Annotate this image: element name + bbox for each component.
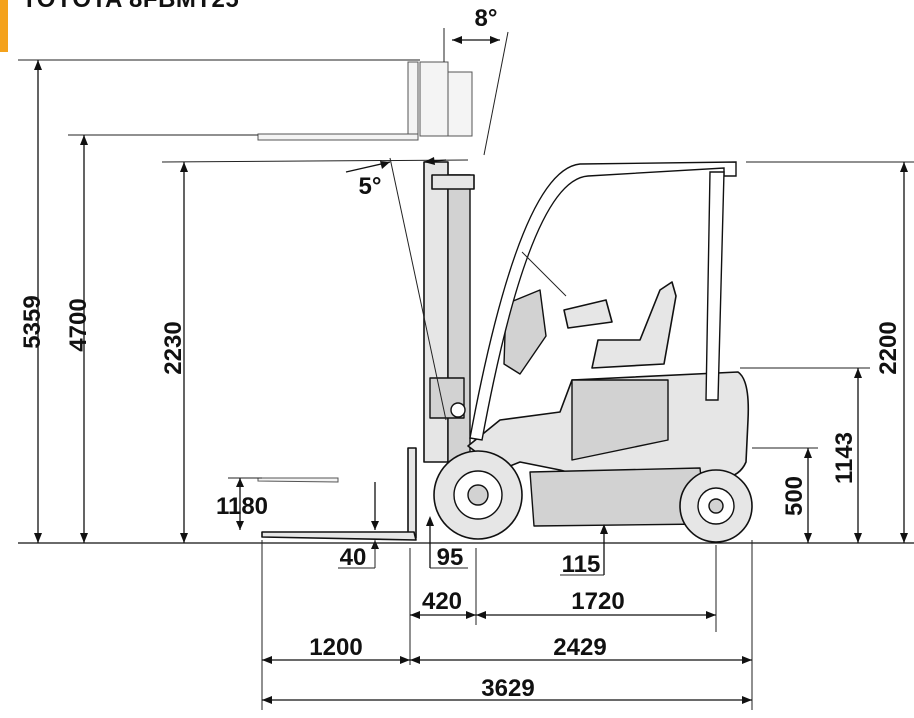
label-1180: 1180 <box>216 493 268 520</box>
rear-wheel <box>679 469 753 543</box>
label-1143: 1143 <box>831 432 858 484</box>
dim-fork-length: 1200 <box>261 540 410 710</box>
dim-ground-clearance: 115 <box>560 524 608 578</box>
label-1720: 1720 <box>571 588 624 615</box>
label-2200: 2200 <box>875 321 902 374</box>
dim-mast-lowered-height: 2230 <box>160 159 469 543</box>
label-tilt-forward: 8° <box>475 5 498 32</box>
label-5359: 5359 <box>19 295 46 348</box>
front-wheel <box>433 450 523 540</box>
label-420: 420 <box>422 588 462 615</box>
overhead-guard-illustration <box>469 161 737 441</box>
angle-tilt-back: 5° <box>345 157 447 200</box>
dim-fork-thickness: 40 <box>338 482 379 571</box>
raised-mast-illustration <box>257 28 509 156</box>
angle-tilt-forward: 8° <box>452 5 500 44</box>
dim-overhead-guard-height: 2200 <box>746 161 914 543</box>
dim-seat-height: 1143 <box>740 367 870 543</box>
forks-illustration <box>257 447 417 541</box>
dim-front-clearance: 95 <box>426 516 468 571</box>
dim-free-lift: 1180 <box>216 477 268 530</box>
dim-front-overhang: 420 <box>409 548 477 665</box>
label-4700: 4700 <box>65 298 92 351</box>
label-95: 95 <box>437 544 464 571</box>
dim-wheelbase: 1720 <box>476 545 717 632</box>
label-500: 500 <box>781 476 808 516</box>
model-title: TOYOTA 8FBMT25 <box>22 0 239 14</box>
label-3629: 3629 <box>481 675 534 702</box>
label-tilt-back: 5° <box>359 173 382 200</box>
label-1200: 1200 <box>309 634 362 661</box>
dim-overall-length: 3629 <box>262 675 752 704</box>
dim-length-to-fork-face: 2429 <box>410 540 753 710</box>
label-2429: 2429 <box>553 634 606 661</box>
truck-body-illustration <box>467 281 750 527</box>
label-2230: 2230 <box>160 321 187 374</box>
title-accent-bar <box>0 0 8 52</box>
mast-illustration <box>389 157 475 463</box>
dim-hitch-height: 500 <box>752 447 818 543</box>
dim-lift-height: 4700 <box>65 134 258 543</box>
label-40: 40 <box>340 544 367 571</box>
dim-max-lift-height: 5359 <box>18 59 420 543</box>
label-115: 115 <box>562 551 601 578</box>
